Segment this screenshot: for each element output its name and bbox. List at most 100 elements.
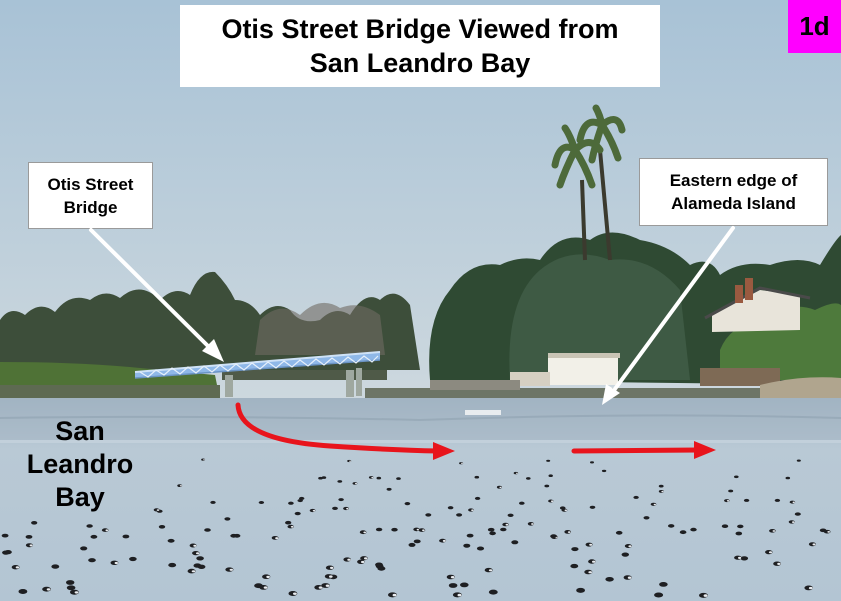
- bird-marking: [46, 588, 51, 591]
- bird-icon: [210, 500, 216, 504]
- bird-icon: [550, 534, 557, 539]
- bird-marking: [450, 576, 455, 579]
- bird-icon: [735, 531, 743, 536]
- bird-icon: [570, 563, 579, 569]
- bird-marking: [488, 569, 493, 572]
- bird-icon: [546, 459, 551, 462]
- bird-marking: [567, 531, 571, 533]
- bird-marking: [564, 509, 568, 512]
- bird-icon: [487, 527, 495, 532]
- bird-icon: [377, 566, 386, 571]
- bird-marking: [346, 507, 349, 510]
- callout-left-line-2: Bridge: [63, 197, 118, 217]
- bird-icon: [500, 527, 507, 532]
- bird-icon: [743, 498, 750, 502]
- bird-marking: [330, 566, 334, 570]
- bird-icon: [544, 484, 550, 488]
- bird-marking: [191, 570, 196, 573]
- bird-icon: [158, 525, 166, 529]
- bird-marking: [275, 537, 279, 540]
- bird-icon: [605, 577, 614, 582]
- title-line-1: Otis Street Bridge Viewed from: [221, 14, 619, 44]
- bird-icon: [615, 530, 623, 535]
- bird-icon: [590, 461, 594, 464]
- bird-marking: [461, 462, 463, 464]
- bird-marking: [266, 575, 270, 579]
- bird-icon: [643, 516, 650, 520]
- bird-icon: [204, 528, 211, 532]
- callout-alameda-island: Eastern edge of Alameda Island: [639, 158, 828, 226]
- bird-icon: [476, 546, 485, 551]
- bird-marking: [203, 459, 205, 461]
- bird-icon: [224, 517, 231, 521]
- bird-icon: [460, 582, 469, 588]
- bird-marking: [392, 593, 397, 597]
- bird-marking: [293, 592, 297, 595]
- callout-right-line-2: Alameda Island: [671, 194, 796, 213]
- bird-flock: [1, 458, 831, 598]
- bird-marking: [792, 501, 795, 504]
- bird-icon: [80, 546, 88, 551]
- bird-icon: [338, 498, 344, 502]
- bird-marking: [349, 460, 351, 462]
- bird-icon: [668, 524, 675, 528]
- bird-icon: [386, 487, 392, 491]
- bird-marking: [703, 594, 708, 597]
- bird-marking: [442, 539, 446, 542]
- bird-marking: [361, 560, 365, 564]
- badge-label: 1d: [799, 11, 830, 41]
- bird-icon: [456, 513, 463, 517]
- bird-icon: [88, 558, 96, 563]
- bird-marking: [29, 544, 33, 547]
- bird-icon: [728, 489, 734, 493]
- bird-marking: [329, 575, 333, 578]
- bay-label: San Leandro Bay: [14, 415, 146, 514]
- bird-marking: [653, 503, 656, 506]
- bird-icon: [466, 533, 474, 538]
- bird-marking: [726, 500, 730, 502]
- bird-icon: [526, 477, 531, 480]
- bird-icon: [18, 589, 28, 594]
- bird-marking: [457, 593, 462, 597]
- bird-marking: [515, 472, 518, 474]
- bird-icon: [507, 513, 514, 517]
- bird-icon: [288, 501, 294, 505]
- bird-marking: [290, 525, 294, 528]
- bird-icon: [376, 476, 382, 480]
- bird-marking: [355, 482, 357, 485]
- bird-icon: [297, 499, 303, 503]
- bird-marking: [808, 586, 813, 590]
- bird-marking: [229, 568, 233, 571]
- bay-label-line-1: San: [55, 416, 105, 446]
- bird-icon: [463, 543, 471, 548]
- bird-marking: [661, 490, 664, 493]
- bird-marking: [422, 529, 425, 532]
- bird-icon: [1, 533, 9, 538]
- bird-marking: [74, 591, 79, 594]
- bird-marking: [768, 551, 773, 554]
- bird-icon: [318, 476, 323, 480]
- bird-marking: [179, 485, 182, 487]
- bird-icon: [167, 538, 175, 543]
- slide-number-badge: 1d: [788, 0, 841, 53]
- bay-label-line-3: Bay: [55, 482, 105, 512]
- bird-icon: [633, 495, 639, 499]
- bird-icon: [122, 534, 130, 539]
- bird-marking: [550, 500, 554, 503]
- bird-icon: [796, 459, 801, 462]
- bird-marking: [505, 523, 509, 526]
- bird-icon: [51, 564, 60, 569]
- callout-otis-street-bridge: Otis Street Bridge: [28, 162, 153, 229]
- callout-right-line-1: Eastern edge of: [669, 171, 798, 190]
- bird-icon: [375, 527, 383, 532]
- bird-icon: [168, 562, 177, 568]
- bird-icon: [785, 476, 791, 480]
- bird-marking: [114, 561, 119, 565]
- bird-icon: [601, 469, 607, 473]
- bird-icon: [659, 582, 668, 587]
- bird-marking: [738, 556, 742, 560]
- bird-icon: [230, 533, 238, 538]
- bird-icon: [654, 592, 664, 598]
- bird-icon: [25, 535, 33, 539]
- bird-icon: [774, 498, 781, 502]
